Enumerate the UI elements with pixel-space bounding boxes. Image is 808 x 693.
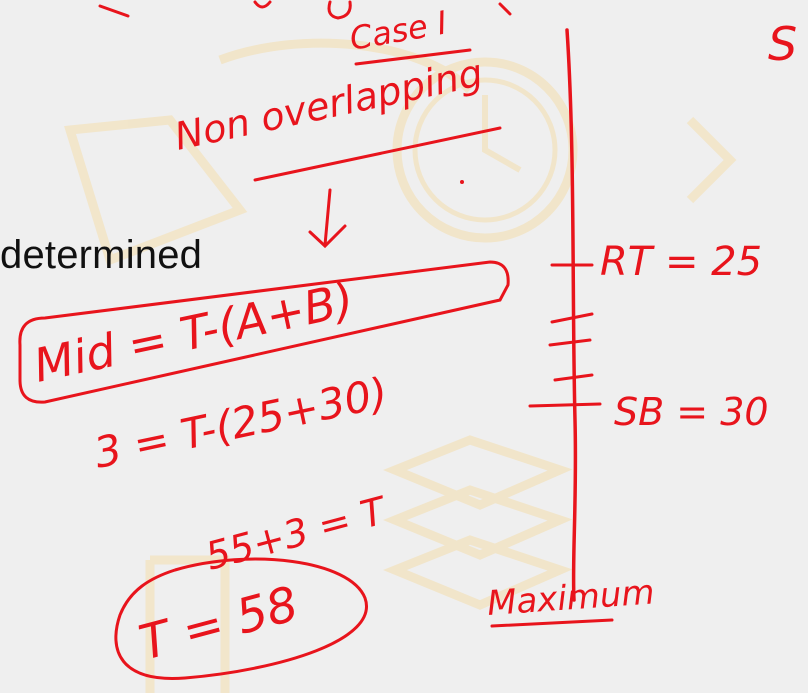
corner-fragment: S: [768, 17, 797, 71]
result-ellipse: [114, 557, 368, 680]
watermark-illustration: [64, 38, 737, 693]
title-underline: [253, 126, 502, 182]
case-label: Case I: [347, 3, 450, 57]
result-text: T = 58: [134, 576, 304, 672]
sb-marker-label: SB = 30: [614, 390, 769, 434]
axis-ticks: [528, 263, 602, 408]
maximum-underline: [490, 618, 614, 628]
maximum-label: Maximum: [486, 572, 656, 624]
slide-text-determined: determined: [0, 233, 203, 277]
vertical-axis: [565, 28, 578, 602]
non-overlapping-title: Non overlapping: [171, 51, 487, 159]
sum-text: 55+3 = T: [201, 488, 392, 579]
formula-text: Mid = T-(A+B): [29, 272, 358, 392]
down-arrow-icon: [308, 188, 347, 249]
case-underline: [354, 48, 472, 66]
rt-marker-label: RT = 25: [600, 239, 762, 285]
formula-box: [18, 260, 510, 404]
substitution-text: 3 = T-(25+30): [90, 368, 392, 478]
